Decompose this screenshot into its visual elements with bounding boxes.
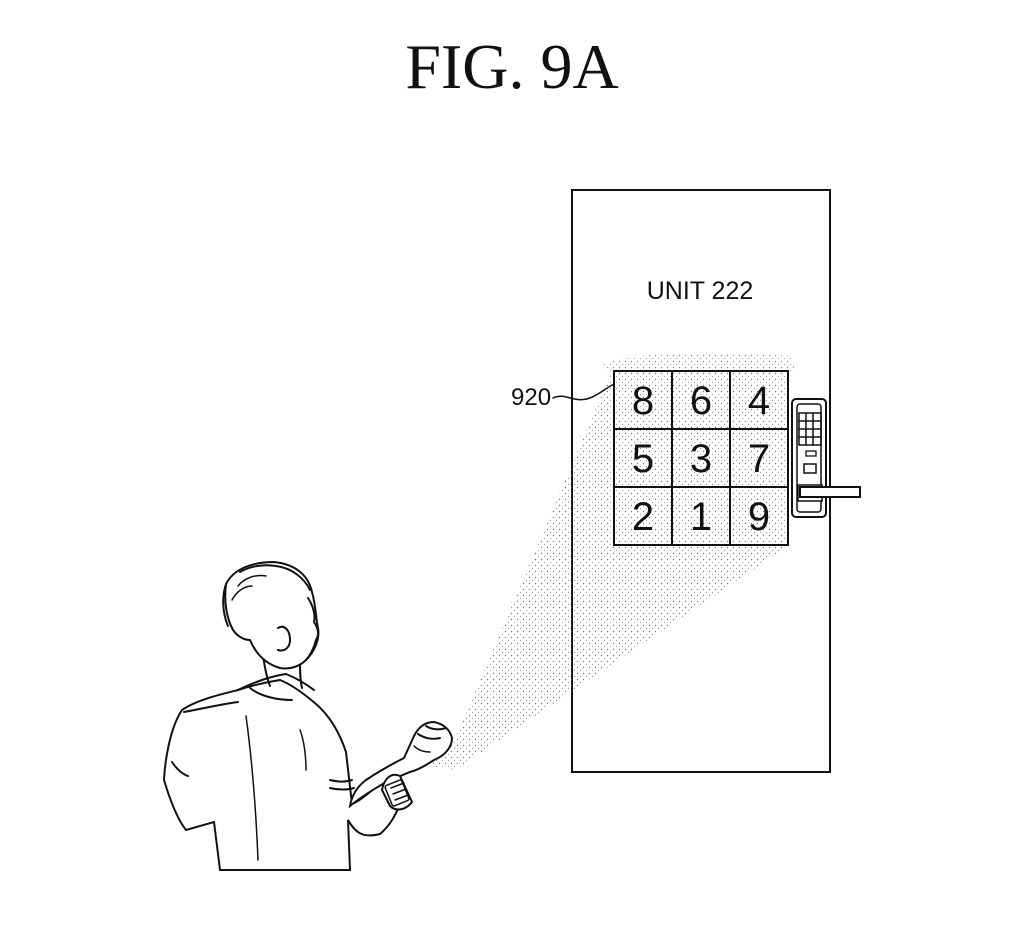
smartwatch	[380, 773, 414, 811]
keypad-key: 1	[690, 495, 712, 539]
figure-title: FIG. 9A	[405, 31, 618, 102]
keypad-key: 4	[748, 379, 770, 423]
person	[162, 560, 454, 871]
keypad-key: 2	[632, 495, 654, 539]
door-handle	[799, 486, 861, 498]
keypad-key: 6	[690, 379, 712, 423]
keypad-key: 7	[748, 437, 770, 481]
projection-halo	[602, 352, 796, 372]
reference-numeral-920: 920	[511, 384, 551, 411]
reference-leader-line	[552, 383, 615, 401]
projected-keypad: 8 6 4 5 3 7 2 1 9	[613, 370, 789, 546]
keypad-key: 9	[748, 495, 770, 539]
door-unit-label: UNIT 222	[647, 277, 754, 305]
keypad-key: 5	[632, 437, 654, 481]
door-lock	[791, 398, 861, 518]
keypad-key: 3	[690, 437, 712, 481]
projection-beam	[428, 371, 788, 770]
keypad-key: 8	[632, 379, 654, 423]
